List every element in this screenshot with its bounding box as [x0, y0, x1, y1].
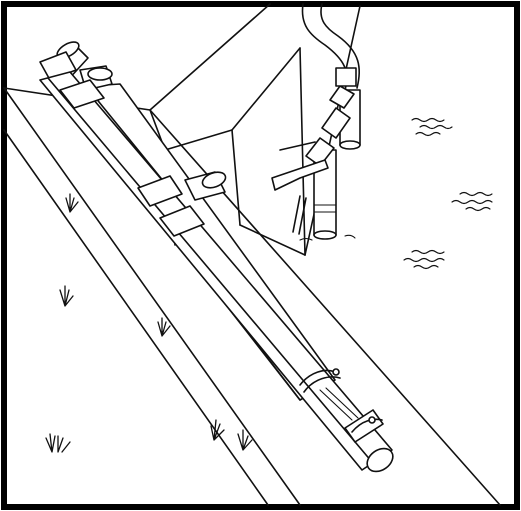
pipe-clamp	[299, 368, 383, 433]
main-pipe	[39, 71, 394, 473]
wall-bracket	[271, 141, 329, 235]
grass-icon	[45, 193, 253, 453]
water-ripple-icon	[403, 117, 493, 270]
pump-icon	[299, 67, 361, 241]
